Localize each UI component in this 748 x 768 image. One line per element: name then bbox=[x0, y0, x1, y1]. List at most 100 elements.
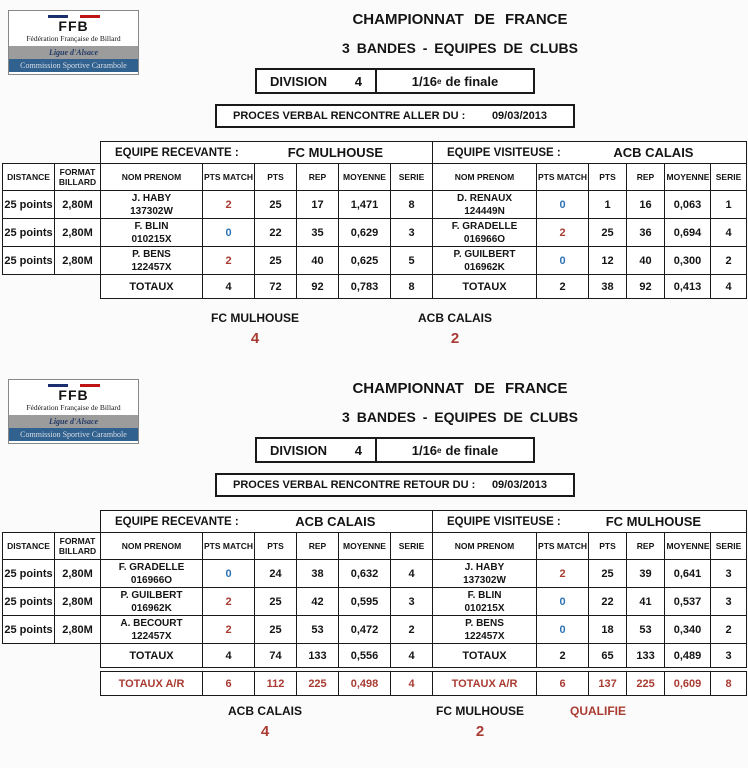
cell-moyenne-total: 0,489 bbox=[664, 643, 712, 668]
round-sup: e bbox=[437, 76, 442, 86]
proces-verbal-box: PROCES VERBAL RENCONTRE RETOUR DU : 09/0… bbox=[215, 473, 575, 497]
cell-format: 2,80M bbox=[54, 246, 101, 275]
away-result-team: FC MULHOUSE bbox=[436, 704, 524, 718]
player-name: F. GRADELLE bbox=[451, 220, 518, 232]
french-flag-icon bbox=[9, 384, 138, 387]
home-result-team: FC MULHOUSE bbox=[211, 311, 299, 325]
home-team-label: EQUIPE RECEVANTE : bbox=[115, 146, 239, 159]
column-header-row: DISTANCE FORMAT BILLARD NOM PRENOM PTS M… bbox=[2, 532, 748, 560]
cell-serie-total: 8 bbox=[390, 274, 433, 299]
cell-moyenne: 0,595 bbox=[338, 587, 391, 616]
cell-rep: 35 bbox=[296, 218, 339, 247]
proces-verbal-box: PROCES VERBAL RENCONTRE ALLER DU : 09/03… bbox=[215, 104, 575, 128]
cell-moyenne: 0,537 bbox=[664, 587, 712, 616]
cell-pts-match: 0 bbox=[536, 246, 589, 275]
cell-rep: 41 bbox=[626, 587, 666, 616]
home-team-header: EQUIPE RECEVANTE : FC MULHOUSE bbox=[100, 141, 433, 164]
spacer-cell bbox=[3, 142, 101, 164]
home-player: F. BLIN 010215X bbox=[100, 218, 203, 247]
logo-abbr: FFB bbox=[58, 18, 89, 34]
cell-pts-ar: 112 bbox=[254, 671, 297, 696]
sheet-header: CHAMPIONNAT DE FRANCE 3 BANDES - EQUIPES… bbox=[180, 377, 740, 497]
player-name: P. GUILBERT bbox=[120, 589, 183, 601]
cell-format: 2,80M bbox=[54, 587, 101, 616]
home-result: FC MULHOUSE 4 bbox=[180, 311, 330, 347]
home-team-label: EQUIPE RECEVANTE : bbox=[115, 515, 239, 528]
division-value: 4 bbox=[354, 73, 362, 89]
cell-pts-match: 0 bbox=[202, 559, 255, 588]
division-cell: DIVISION 4 bbox=[257, 439, 377, 461]
col-distance: DISTANCE bbox=[2, 532, 55, 560]
col-moyenne-home: MOYENNE bbox=[338, 532, 391, 560]
spacer-cell bbox=[3, 672, 101, 696]
player-name: J. HABY bbox=[131, 192, 172, 204]
cell-rep: 16 bbox=[626, 190, 665, 219]
cell-pts-total: 72 bbox=[254, 274, 297, 299]
cell-pts-total: 65 bbox=[588, 643, 628, 668]
cell-serie-ar: 8 bbox=[710, 671, 748, 696]
match-date: 09/03/2013 bbox=[491, 479, 547, 491]
player-name: D. RENAUX bbox=[456, 192, 512, 204]
player-row: 25 points 2,80M P. GUILBERT 016962K 2 25… bbox=[2, 587, 748, 616]
cell-rep: 36 bbox=[626, 218, 665, 247]
player-license: 122457X bbox=[131, 261, 172, 273]
away-player: F. GRADELLE 016966O bbox=[432, 218, 537, 247]
round-rest: de finale bbox=[445, 442, 499, 458]
col-rep-away: REP bbox=[626, 532, 666, 560]
cell-moyenne: 0,641 bbox=[664, 559, 712, 588]
home-player: P. BENS 122457X bbox=[100, 246, 203, 275]
away-team-name: FC MULHOUSE bbox=[605, 514, 702, 529]
cell-serie: 3 bbox=[710, 559, 748, 588]
cell-rep-total: 133 bbox=[296, 643, 339, 668]
col-pts-match-away: PTS MATCH bbox=[536, 532, 590, 560]
division-label: DIVISION bbox=[270, 73, 328, 89]
player-license: 010215X bbox=[464, 602, 505, 614]
cell-serie: 2 bbox=[710, 615, 748, 644]
home-player: A. BECOURT 122457X bbox=[100, 615, 203, 644]
player-row: 25 points 2,80M J. HABY 137302W 2 25 17 … bbox=[2, 190, 748, 219]
logo-abbr: FFB bbox=[58, 387, 89, 403]
cell-serie-total: 4 bbox=[389, 643, 434, 668]
col-pts-away: PTS bbox=[588, 532, 628, 560]
away-player: D. RENAUX 124449N bbox=[432, 190, 537, 219]
totals-label: TOTAUX bbox=[100, 274, 203, 299]
cell-serie: 4 bbox=[709, 218, 748, 247]
title-discipline: 3 BANDES - EQUIPES DE CLUBS bbox=[342, 409, 578, 425]
spacer-cell bbox=[3, 644, 101, 668]
totals-label: TOTAUX bbox=[100, 643, 203, 668]
col-distance: DISTANCE bbox=[2, 163, 55, 191]
player-row: 25 points 2,80M F. BLIN 010215X 0 22 35 … bbox=[2, 218, 748, 247]
cell-rep-total: 92 bbox=[626, 274, 665, 299]
cell-distance: 25 points bbox=[2, 615, 55, 644]
flag-blue-stripe bbox=[47, 384, 68, 387]
cell-rep-ar: 225 bbox=[626, 671, 666, 696]
away-result-team: ACB CALAIS bbox=[418, 311, 492, 325]
cell-rep: 17 bbox=[296, 190, 339, 219]
cell-pts-match: 2 bbox=[202, 190, 255, 219]
away-result-score: 2 bbox=[475, 723, 485, 740]
cell-rep: 40 bbox=[626, 246, 665, 275]
away-team-label: EQUIPE VISITEUSE : bbox=[447, 515, 561, 528]
cell-moyenne-total: 0,556 bbox=[338, 643, 391, 668]
cell-moyenne: 0,625 bbox=[338, 246, 391, 275]
round-sup: e bbox=[437, 445, 442, 455]
home-result-team: ACB CALAIS bbox=[228, 704, 302, 718]
logo-ligue-bar: Ligue d'Alsace bbox=[9, 46, 138, 60]
away-result: ACB CALAIS 2 bbox=[380, 311, 530, 347]
cell-moyenne: 0,694 bbox=[664, 218, 711, 247]
cell-rep: 38 bbox=[296, 559, 339, 588]
player-license: 137302W bbox=[130, 205, 173, 217]
cell-pts-match: 2 bbox=[202, 587, 255, 616]
cell-moyenne-total: 0,783 bbox=[338, 274, 391, 299]
spacer-cell bbox=[3, 511, 101, 533]
cell-pts-match: 2 bbox=[536, 218, 589, 247]
home-team-name: FC MULHOUSE bbox=[287, 145, 384, 160]
col-rep-home: REP bbox=[296, 163, 339, 191]
flag-red-stripe bbox=[79, 15, 100, 18]
division-cell: DIVISION 4 bbox=[257, 70, 377, 92]
col-format: FORMAT BILLARD bbox=[54, 532, 101, 560]
cell-moyenne-ar: 0,498 bbox=[338, 671, 391, 696]
column-header-row: DISTANCE FORMAT BILLARD NOM PRENOM PTS M… bbox=[2, 163, 748, 191]
col-rep-away: REP bbox=[626, 163, 665, 191]
home-result-score: 4 bbox=[260, 723, 270, 740]
